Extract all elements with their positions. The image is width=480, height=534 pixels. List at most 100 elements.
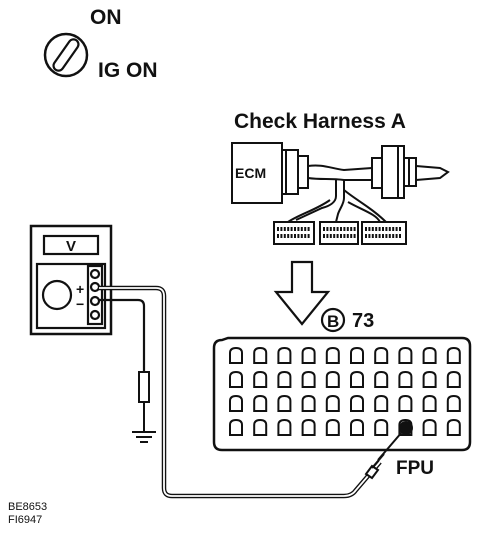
harness-pin — [336, 234, 339, 238]
harness-pin — [333, 234, 336, 238]
harness-pin — [368, 234, 371, 238]
harness-pin — [378, 227, 381, 231]
voltmeter-plus-label: + — [76, 281, 84, 297]
connector-cavity — [325, 418, 340, 436]
ignition-key-icon — [43, 32, 89, 78]
voltmeter-minus-label: − — [76, 296, 84, 312]
harness-pin — [287, 227, 290, 231]
harness-pin — [399, 227, 401, 231]
connector-cavity — [277, 418, 292, 436]
connector-cavity — [422, 346, 437, 364]
figure-code-2: FI6947 — [8, 514, 42, 526]
harness-pin — [297, 227, 300, 231]
harness-pin — [350, 234, 353, 238]
test-leads — [99, 285, 403, 499]
connector-cavity — [446, 418, 461, 436]
connector-cavity — [422, 370, 437, 388]
harness-pin — [326, 227, 329, 231]
harness-pin — [280, 234, 283, 238]
connector-cavity — [277, 346, 292, 364]
connector-cavity — [398, 394, 413, 412]
harness-pin — [392, 227, 395, 231]
connector-cavity — [374, 394, 389, 412]
harness-pin — [368, 227, 371, 231]
harness-pin — [371, 227, 374, 231]
harness-pin — [304, 227, 307, 231]
voltmeter — [29, 224, 113, 336]
down-arrow-icon — [273, 260, 331, 326]
connector-cavity — [301, 346, 316, 364]
harness-pin — [280, 227, 283, 231]
connector-number: 73 — [352, 310, 374, 332]
connector-cavity — [446, 394, 461, 412]
harness-pin — [294, 227, 296, 231]
harness-pin — [329, 227, 332, 231]
connector-cavity — [350, 346, 364, 364]
connector-cavity — [253, 346, 268, 364]
voltmeter-display-label: V — [66, 238, 76, 255]
harness-pin — [294, 234, 296, 238]
ground-icon — [132, 431, 156, 443]
connector-cavity — [229, 370, 243, 388]
connector-cavity — [398, 370, 413, 388]
connector-cavity — [325, 370, 340, 388]
harness-pin — [326, 234, 329, 238]
harness-pin — [340, 234, 342, 238]
harness-pin — [283, 227, 286, 231]
harness-pin — [287, 234, 290, 238]
harness-pin — [343, 227, 346, 231]
harness-pin — [277, 234, 279, 238]
connector-cavity — [374, 418, 389, 436]
voltmeter-display — [42, 234, 100, 256]
harness-pin — [388, 227, 391, 231]
connector-cavity — [253, 370, 268, 388]
connector-cavity — [374, 370, 389, 388]
harness-pin — [329, 234, 332, 238]
harness-pin — [365, 234, 367, 238]
ecm-label: ECM — [235, 165, 266, 181]
harness-pin — [346, 234, 349, 238]
harness-pin — [399, 234, 401, 238]
connector-cavity — [253, 394, 268, 412]
harness-pin — [378, 234, 381, 238]
harness-pin — [371, 234, 374, 238]
check-connector-2 — [319, 221, 359, 245]
check-connector-3 — [361, 221, 407, 245]
harness-pin — [277, 227, 279, 231]
connector-cavity — [325, 346, 340, 364]
harness-pin — [388, 234, 391, 238]
harness-pin — [307, 234, 310, 238]
connector-cavity — [350, 370, 364, 388]
check-connector-1 — [273, 221, 315, 245]
harness-pin — [385, 234, 388, 238]
connector-cavity — [398, 346, 413, 364]
harness-pin — [350, 227, 353, 231]
harness-pin — [290, 234, 293, 238]
fpu-terminal-probe — [399, 421, 413, 435]
harness-pin — [353, 234, 356, 238]
harness-pin — [307, 227, 310, 231]
connector-cavity — [229, 394, 243, 412]
harness-pin — [375, 227, 378, 231]
harness-pin — [333, 227, 336, 231]
harness-pin — [297, 234, 300, 238]
harness-pin — [365, 227, 367, 231]
harness-pin — [283, 234, 286, 238]
connector-cavity — [277, 370, 292, 388]
harness-pin — [304, 234, 307, 238]
connector-cavity — [374, 346, 389, 364]
fpu-label: FPU — [396, 458, 434, 479]
harness-pin — [346, 227, 349, 231]
connector-cavity — [422, 394, 437, 412]
connector-cavity — [350, 418, 364, 436]
harness-pin — [382, 227, 384, 231]
ignition-on-label: ON — [90, 6, 122, 29]
harness-pin — [395, 227, 398, 231]
connector-cavity — [446, 370, 461, 388]
check-harness — [231, 142, 450, 245]
connector-cavity — [229, 418, 243, 436]
connector-73 — [212, 336, 472, 452]
harness-pin — [375, 234, 378, 238]
connector-cavity — [325, 394, 340, 412]
